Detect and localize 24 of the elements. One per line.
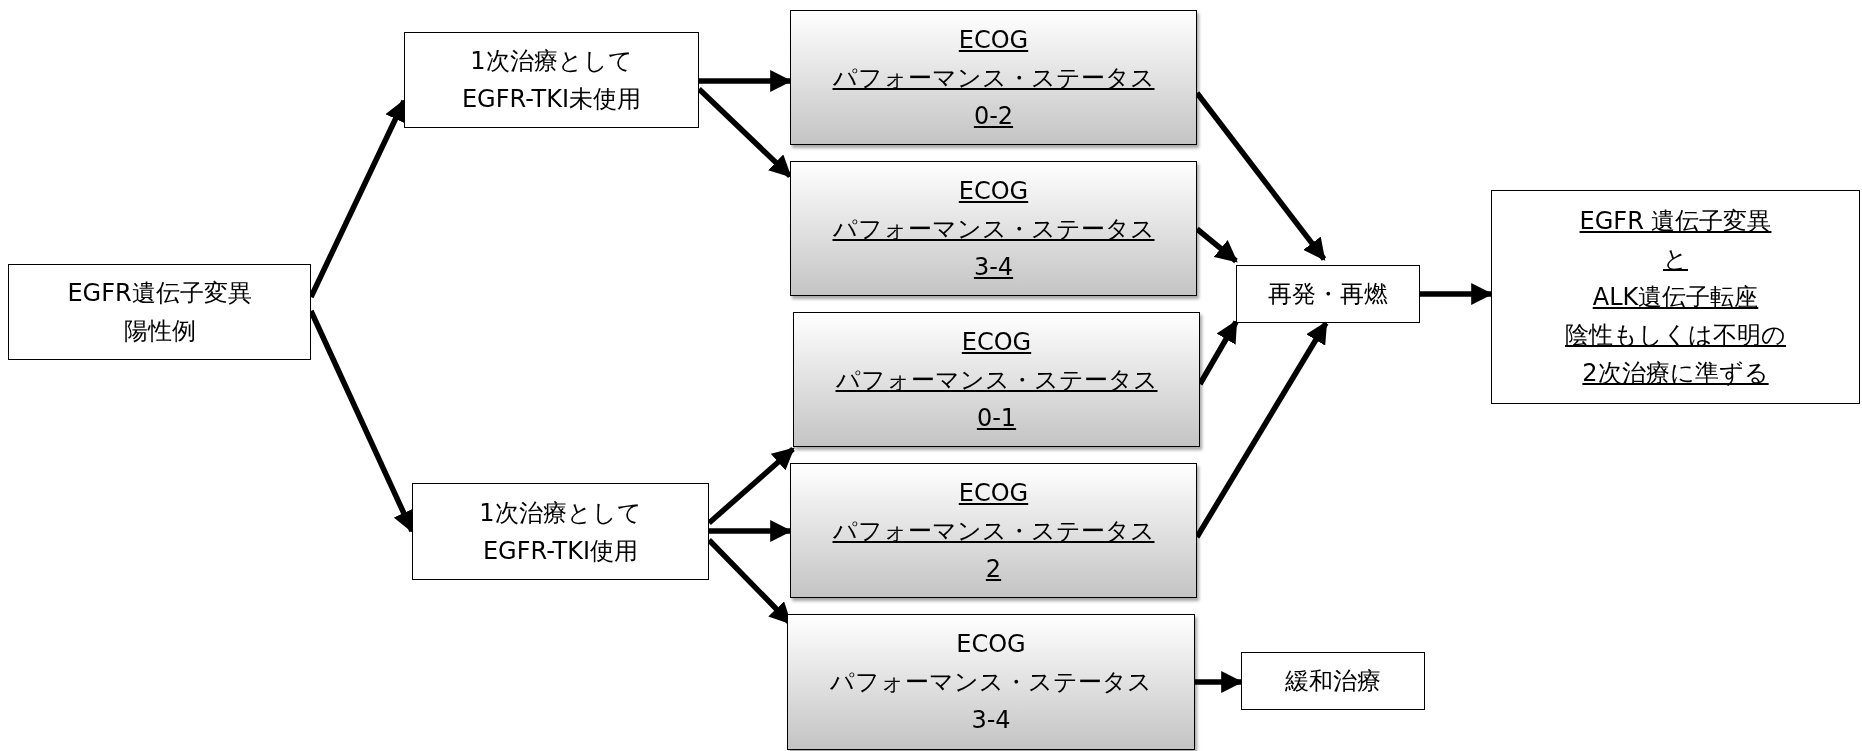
node-label: ECOGパフォーマンス・ステータス3-4 — [831, 175, 1156, 283]
node-label: 緩和治療 — [1284, 666, 1382, 697]
shaded-process-box — [790, 161, 1197, 296]
node-label: ECOGパフォーマンス・ステータス3-4 — [829, 629, 1153, 736]
node-label: 1次治療としてEGFR-TKI未使用 — [460, 46, 643, 115]
node-label: ECOGパフォーマンス・ステータス0-2 — [831, 24, 1156, 132]
node-label: ECOGパフォーマンス・ステータス0-1 — [834, 326, 1159, 434]
process-box — [8, 264, 311, 360]
process-box — [1236, 265, 1420, 323]
node-label: 再発・再燃 — [1267, 279, 1389, 310]
process-box — [404, 32, 699, 128]
shaded-process-box — [790, 10, 1197, 145]
arrow — [697, 87, 792, 178]
process-box — [412, 483, 709, 580]
node-label: 1次治療としてEGFR-TKI使用 — [478, 497, 643, 567]
arrow — [1195, 226, 1238, 264]
process-box — [1241, 652, 1425, 710]
process-box — [1491, 190, 1860, 404]
shaded-process-box — [793, 312, 1200, 447]
node-label: EGFR遺伝子変異陽性例 — [66, 278, 253, 347]
shaded-process-box — [790, 463, 1197, 598]
node-label: ECOGパフォーマンス・ステータス2 — [831, 477, 1156, 585]
arrow — [707, 446, 795, 526]
shaded-process-box — [787, 614, 1195, 750]
